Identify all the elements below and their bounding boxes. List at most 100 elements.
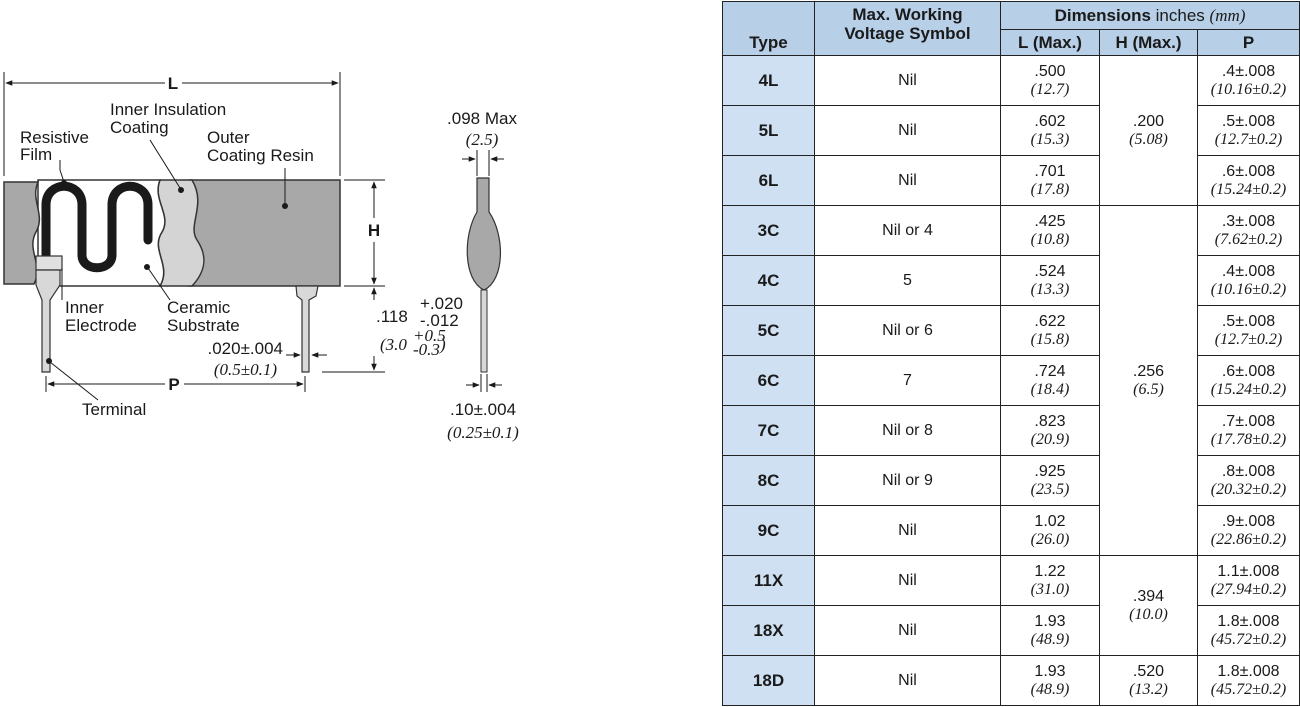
label-inner-electrode: Inner Electrode — [65, 298, 137, 335]
cell-voltage: 5 — [814, 255, 1001, 306]
cell-p-inch: .5±.008 — [1221, 112, 1276, 130]
label-outer-coating: Outer Coating Resin — [207, 128, 314, 165]
cell-l-inch: .701 — [1034, 162, 1066, 180]
cell-l-inch: .602 — [1034, 112, 1066, 130]
cell-p: 1.8±.008(45.72±0.2) — [1197, 605, 1300, 656]
cell-voltage: Nil — [814, 155, 1001, 206]
cell-l-mm: (12.7) — [1030, 80, 1070, 98]
cell-p-inch: 1.8±.008 — [1217, 612, 1280, 630]
cell-l-mm: (15.8) — [1030, 330, 1070, 348]
cell-type: 4L — [722, 55, 815, 106]
resistor-dimension-diagram: L H .118 +.020 -.012 (3.0 +0.5 -0.3 ) .0… — [3, 72, 519, 442]
cell-l-inch: .524 — [1034, 262, 1066, 280]
label-H: H — [368, 221, 380, 240]
cell-p-mm: (22.86±0.2) — [1210, 530, 1287, 548]
label-L: L — [168, 74, 178, 93]
label-resistive-film: Resistive Film — [20, 128, 94, 164]
lead-length-mm-close: ) — [439, 335, 446, 354]
cell-p-inch: 1.8±.008 — [1217, 662, 1280, 680]
lead-length: .118 — [376, 307, 408, 326]
cell-l-inch: 1.22 — [1034, 562, 1066, 580]
cell-p-mm: (7.62±0.2) — [1214, 230, 1283, 248]
cell-l: 1.22(31.0) — [1000, 555, 1100, 606]
cell-l-mm: (18.4) — [1030, 380, 1070, 398]
cell-type: 18X — [722, 605, 815, 656]
cell-type: 18D — [722, 655, 815, 706]
cell-p-inch: .3±.008 — [1221, 212, 1276, 230]
cell-l-inch: 1.93 — [1034, 662, 1066, 680]
cell-l-mm: (13.3) — [1030, 280, 1070, 298]
cell-p: .9±.008(22.86±0.2) — [1197, 505, 1300, 556]
cell-l-mm: (17.8) — [1030, 180, 1070, 198]
cell-l: .701(17.8) — [1000, 155, 1100, 206]
cell-type: 3C — [722, 205, 815, 256]
cell-h: .256(6.5) — [1099, 205, 1198, 556]
cell-voltage: Nil — [814, 55, 1001, 106]
cell-voltage: Nil — [814, 555, 1001, 606]
cell-h: .394(10.0) — [1099, 555, 1198, 656]
cell-l-inch: .500 — [1034, 62, 1066, 80]
cell-p: .4±.008(10.16±0.2) — [1197, 55, 1300, 106]
cell-l: 1.02(26.0) — [1000, 505, 1100, 556]
cell-type: 7C — [722, 405, 815, 456]
header-p: P — [1197, 29, 1300, 56]
cell-p-mm: (17.78±0.2) — [1210, 430, 1287, 448]
cell-p: .6±.008(15.24±0.2) — [1197, 155, 1300, 206]
cell-l-inch: 1.93 — [1034, 612, 1066, 630]
resistor-side-view — [466, 177, 501, 373]
lead-length-mm: (3.0 — [380, 335, 407, 354]
cell-p-mm: (45.72±0.2) — [1210, 630, 1287, 648]
header-h: H (Max.) — [1099, 29, 1198, 56]
thickness-mm: (2.5) — [466, 130, 499, 149]
cell-voltage: Nil — [814, 605, 1001, 656]
cell-p: .8±.008(20.32±0.2) — [1197, 455, 1300, 506]
cell-p-inch: .8±.008 — [1221, 462, 1276, 480]
cell-h-inch: .256 — [1132, 362, 1165, 380]
cell-p: .4±.008(10.16±0.2) — [1197, 255, 1300, 306]
cell-l: .524(13.3) — [1000, 255, 1100, 306]
header-type: Type — [722, 1, 815, 56]
cell-voltage: Nil or 8 — [814, 405, 1001, 456]
lead-length-mm-minus: -0.3 — [413, 340, 440, 359]
cell-p-mm: (27.94±0.2) — [1210, 580, 1287, 598]
cell-p-mm: (15.24±0.2) — [1210, 380, 1287, 398]
cell-p-mm: (10.16±0.2) — [1210, 80, 1287, 98]
cell-l: .622(15.8) — [1000, 305, 1100, 356]
cell-l-mm: (26.0) — [1030, 530, 1070, 548]
cell-l-mm: (48.9) — [1030, 680, 1070, 698]
cell-p-inch: .9±.008 — [1221, 512, 1276, 530]
cell-p-inch: .4±.008 — [1221, 262, 1276, 280]
cell-l: .425(10.8) — [1000, 205, 1100, 256]
cell-p: .7±.008(17.78±0.2) — [1197, 405, 1300, 456]
cell-l-mm: (31.0) — [1030, 580, 1070, 598]
cell-p-inch: .7±.008 — [1221, 412, 1276, 430]
cell-type: 8C — [722, 455, 815, 506]
cell-p: .3±.008(7.62±0.2) — [1197, 205, 1300, 256]
cell-type: 5C — [722, 305, 815, 356]
cell-h-inch: .520 — [1132, 662, 1165, 680]
cell-type: 6C — [722, 355, 815, 406]
cell-p: .6±.008(15.24±0.2) — [1197, 355, 1300, 406]
cell-l-inch: 1.02 — [1034, 512, 1066, 530]
cell-l-inch: .425 — [1034, 212, 1066, 230]
cell-p: .5±.008(12.7±0.2) — [1197, 105, 1300, 156]
cell-p-inch: .5±.008 — [1221, 312, 1276, 330]
cell-type: 6L — [722, 155, 815, 206]
cell-voltage: Nil — [814, 105, 1001, 156]
side-lead-dia-mm: (0.25±0.1) — [447, 423, 519, 442]
cell-voltage: Nil or 9 — [814, 455, 1001, 506]
cell-voltage: Nil — [814, 505, 1001, 556]
lead-diameter: .020±.004 — [207, 339, 283, 358]
header-voltage: Max. Working Voltage Symbol — [814, 1, 1001, 56]
cell-h-mm: (6.5) — [1133, 380, 1164, 398]
cell-l-mm: (23.5) — [1030, 480, 1070, 498]
